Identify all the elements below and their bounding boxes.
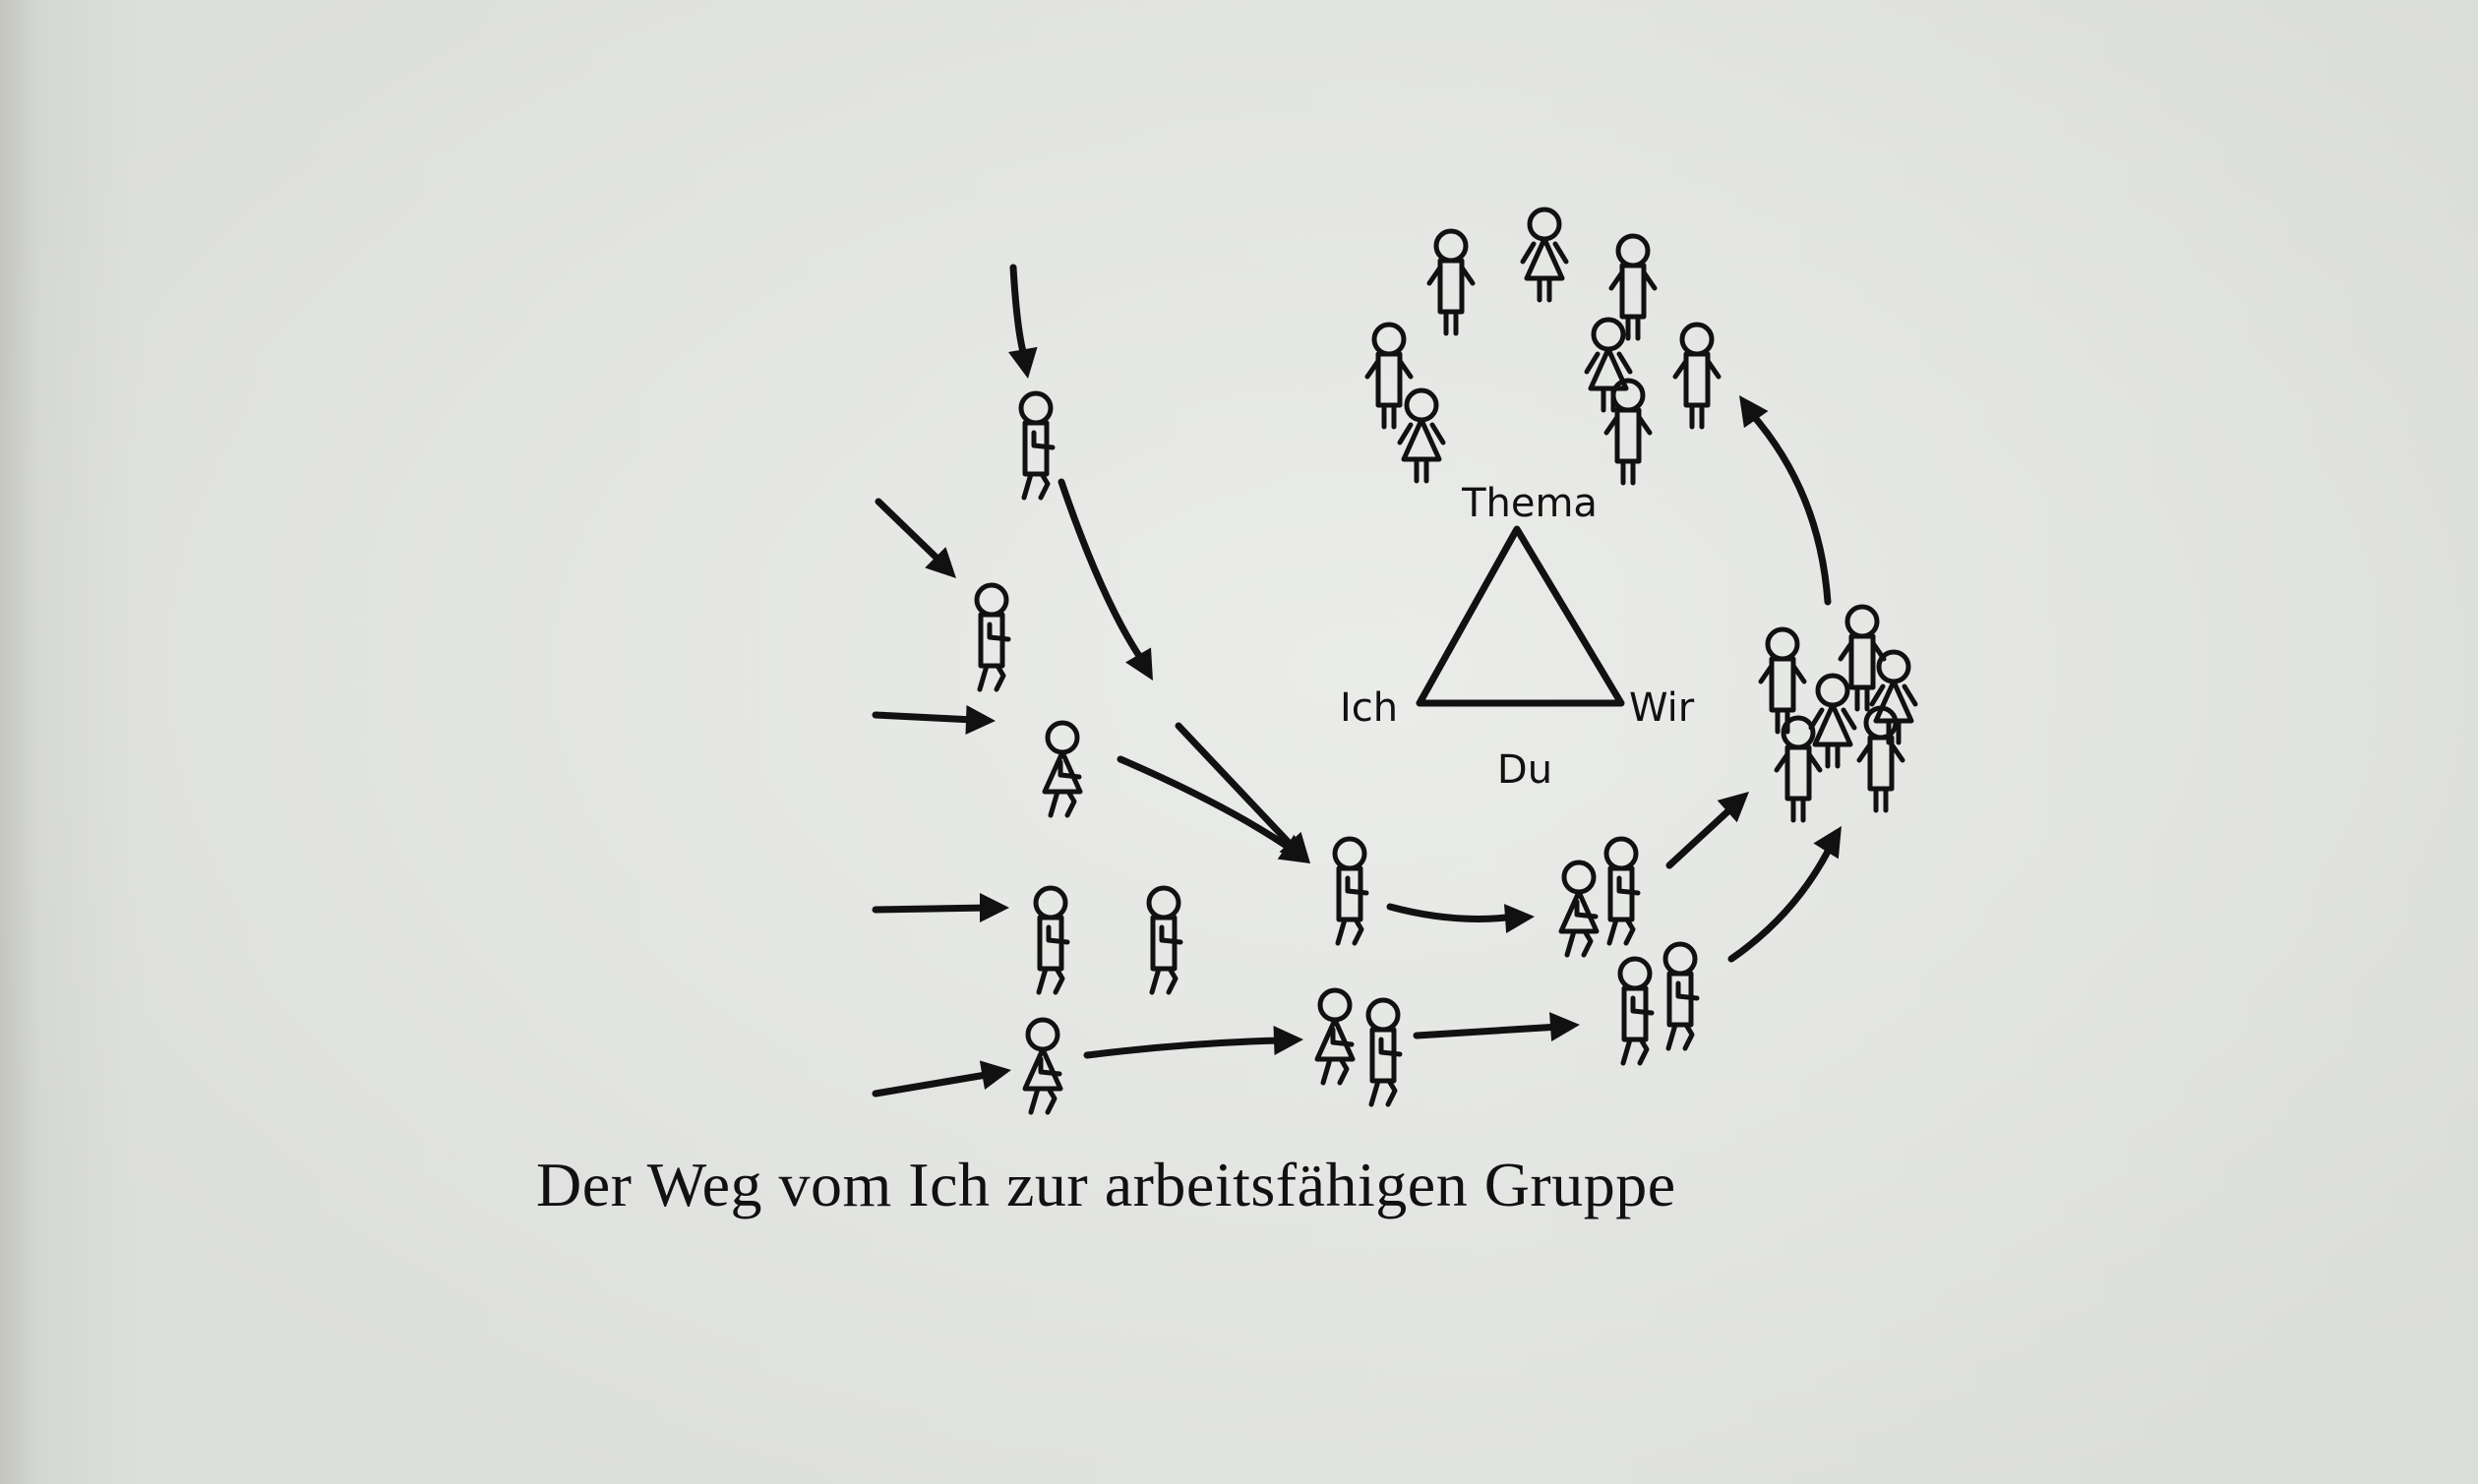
triangle-label-wir: Wir — [1629, 685, 1695, 731]
arrow-icon — [872, 893, 1009, 922]
arrow-icon — [1008, 264, 1038, 379]
arrow-icon — [1413, 1012, 1580, 1042]
man-figure-icon — [1332, 836, 1369, 946]
arrow-icon — [1727, 826, 1842, 963]
man-figure-icon — [1838, 604, 1887, 712]
arrow-icon — [1058, 478, 1153, 681]
arrow-icon — [875, 498, 956, 578]
woman-figure-icon — [1022, 1017, 1063, 1115]
woman-figure-icon — [1042, 720, 1083, 818]
man-figure-icon — [1146, 885, 1183, 995]
triangle-shape — [1416, 525, 1625, 707]
man-figure-icon — [1033, 885, 1070, 995]
arrow-icon — [872, 1060, 1011, 1098]
triangle-label-du: Du — [1497, 747, 1552, 793]
triangle-label-thema: Thema — [1461, 481, 1598, 526]
man-figure-icon — [1603, 836, 1641, 946]
man-figure-icon — [1018, 390, 1056, 501]
arrow-icon — [1739, 395, 1832, 606]
man-figure-icon — [1365, 997, 1403, 1107]
man-figure-icon — [1758, 626, 1807, 735]
woman-figure-icon — [1397, 387, 1446, 484]
arrow-icon — [872, 704, 996, 735]
woman-figure-icon — [1584, 317, 1633, 413]
man-figure-icon — [1672, 322, 1722, 430]
man-figure-icon — [1603, 378, 1653, 486]
woman-figure-icon — [1520, 207, 1569, 303]
arrow-icon — [1386, 903, 1535, 934]
man-figure-icon — [1856, 705, 1905, 813]
woman-figure-icon — [1558, 860, 1600, 958]
arrow-icon — [1083, 1026, 1303, 1059]
woman-figure-icon — [1314, 987, 1356, 1086]
arrow-icon — [1175, 722, 1310, 863]
arrow-icon — [1117, 755, 1310, 863]
woman-figure-icon — [1808, 673, 1857, 769]
man-figure-icon — [1364, 322, 1414, 430]
tci-triangle: Thema Ich Wir Du — [1340, 481, 1695, 793]
triangle-label-ich: Ich — [1340, 685, 1398, 731]
stick-figures — [974, 207, 1918, 1115]
man-figure-icon — [1426, 228, 1476, 336]
man-figure-icon — [1617, 956, 1655, 1066]
man-figure-icon — [1662, 941, 1700, 1051]
arrow-icon — [1665, 792, 1749, 869]
man-figure-icon — [1774, 715, 1823, 823]
man-figure-icon — [1608, 233, 1658, 341]
flow-arrows — [872, 264, 1842, 1098]
man-figure-icon — [974, 582, 1011, 692]
figure-caption: Der Weg vom Ich zur arbeitsfähigen Grupp… — [536, 1150, 1676, 1219]
